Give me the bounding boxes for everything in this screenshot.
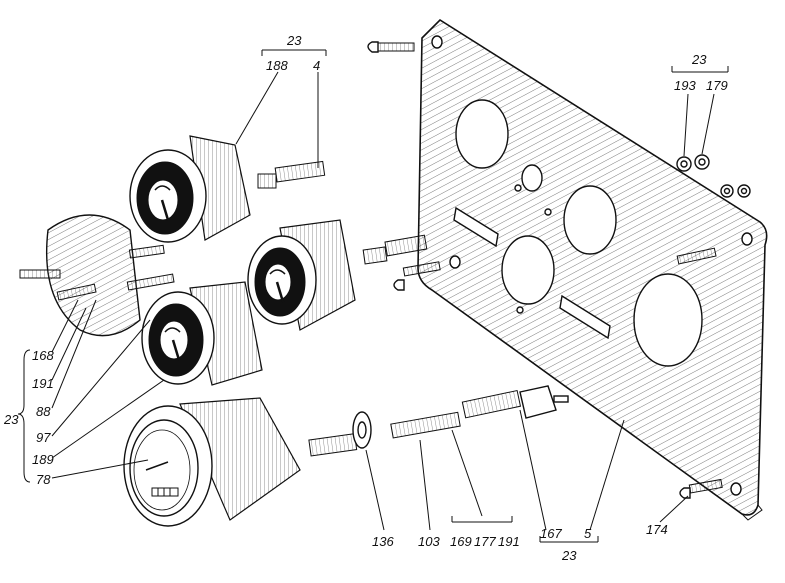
label-169: 169: [450, 534, 472, 549]
label-174: 174: [646, 522, 668, 537]
label-78: 78: [36, 472, 51, 487]
panel-opening-speedometer: [633, 273, 703, 367]
label-5: 5: [584, 526, 592, 541]
label-189: 189: [32, 452, 54, 467]
panel-hole-bottom-left: [449, 255, 461, 269]
cable-washer-136: [352, 411, 372, 449]
label-4: 4: [313, 58, 320, 73]
nut-179: [694, 154, 710, 170]
screw-panel-right: [676, 247, 717, 265]
label-group-23-bottom: 23: [561, 548, 577, 563]
gauge-middle-right: [247, 219, 428, 331]
panel-hole-bottom-right: [730, 482, 742, 496]
cover-cap: [19, 214, 175, 337]
instrument-panel-plate: [417, 18, 768, 521]
label-167: 167: [540, 526, 562, 541]
gauge-97: [141, 281, 263, 386]
panel-opening-3: [501, 235, 555, 305]
nut-pair-right: [720, 184, 751, 198]
label-168: 168: [32, 348, 54, 363]
screw-mid: [393, 261, 441, 291]
panel-opening-small: [521, 164, 543, 192]
speedometer-78: [123, 397, 358, 527]
nut-193: [676, 156, 692, 172]
label-179: 179: [706, 78, 728, 93]
screw-top: [367, 41, 415, 53]
screw-174: [679, 478, 723, 499]
label-191-left: 191: [32, 376, 54, 391]
label-97: 97: [36, 430, 51, 445]
panel-slot-2: [559, 294, 611, 340]
label-group-23-top: 23: [286, 33, 302, 48]
cable-sleeve-103: [390, 411, 461, 439]
panel-opening-2: [563, 185, 617, 255]
label-88: 88: [36, 404, 51, 419]
label-193: 193: [674, 78, 696, 93]
label-136: 136: [372, 534, 394, 549]
panel-opening-1: [455, 99, 509, 169]
cable-end-167: [461, 385, 569, 419]
gauge-188: [129, 135, 326, 243]
panel-hole-top-left: [431, 35, 443, 49]
panel-hole-top-right: [741, 232, 753, 246]
label-191-bottom: 191: [498, 534, 520, 549]
label-group-23-right: 23: [691, 52, 707, 67]
panel-slot-1: [453, 206, 499, 248]
label-177: 177: [474, 534, 496, 549]
part-labels: 23 188 4 23 193 179 168 191 88 23 97 189…: [3, 33, 728, 563]
leader-lines: [17, 49, 729, 543]
label-103: 103: [418, 534, 440, 549]
label-group-23-left: 23: [3, 412, 19, 427]
label-188: 188: [266, 58, 288, 73]
